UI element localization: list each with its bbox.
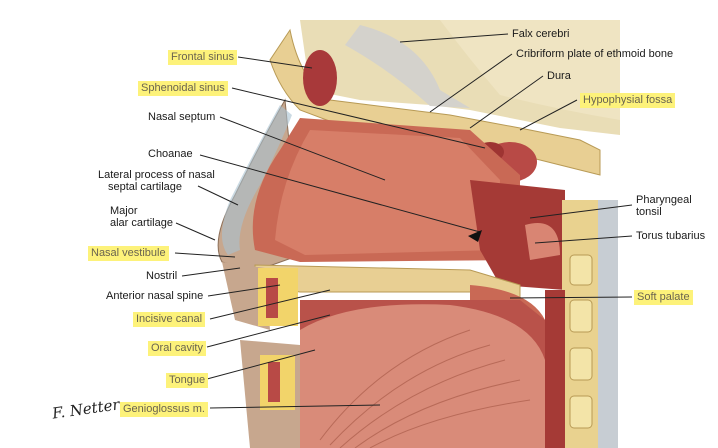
label-nasal-septum: Nasal septum xyxy=(148,111,216,123)
label-falx-cerebri: Falx cerebri xyxy=(512,28,570,40)
label-soft-palate: Soft palate xyxy=(634,290,693,305)
label-frontal-sinus: Frontal sinus xyxy=(168,50,237,65)
label-pharyngeal-tonsil: Pharyngeal xyxy=(636,194,692,206)
choanae-arrow xyxy=(468,230,482,242)
label-choanae: Choanae xyxy=(148,148,193,160)
label-sphenoidal-sinus: Sphenoidal sinus xyxy=(138,81,228,96)
label-oral-cavity: Oral cavity xyxy=(148,341,206,356)
label-lateral-process-line2: septal cartilage xyxy=(108,181,182,193)
falx-cerebri-shape xyxy=(345,25,470,108)
nasopharynx xyxy=(470,180,565,290)
label-major-alar: Major xyxy=(110,205,138,217)
nasal-septum-shape xyxy=(275,130,500,255)
leader-lines xyxy=(174,33,633,409)
label-dura: Dura xyxy=(547,70,571,82)
label-cribriform-plate: Cribriform plate of ethmoid bone xyxy=(516,48,674,60)
label-tongue: Tongue xyxy=(166,373,209,388)
label-lateral-process: Lateral process of nasal xyxy=(98,169,215,181)
frontal-sinus-shape xyxy=(303,50,337,106)
label-pharyngeal-tonsil-line2: tonsil xyxy=(636,206,662,218)
label-major-alar-line2: alar cartilage xyxy=(110,217,173,229)
skull-bone xyxy=(269,28,601,176)
oropharynx xyxy=(545,290,565,448)
torus-shape xyxy=(525,223,560,260)
label-hypophysial-fossa: Hypophysial fossa xyxy=(580,93,676,108)
label-anterior-nasal-spine: Anterior nasal spine xyxy=(106,290,204,302)
label-nasal-vestibule: Nasal vestibule xyxy=(88,246,169,261)
tongue-shape xyxy=(300,304,545,448)
label-torus-tubarius: Torus tubarius xyxy=(636,230,706,242)
brain-tissue xyxy=(440,20,620,120)
label-nostril: Nostril xyxy=(146,270,178,282)
nasal-skin xyxy=(221,105,292,255)
label-incisive-canal: Incisive canal xyxy=(133,312,206,327)
label-genioglossus: Genioglossus m. xyxy=(120,402,208,417)
